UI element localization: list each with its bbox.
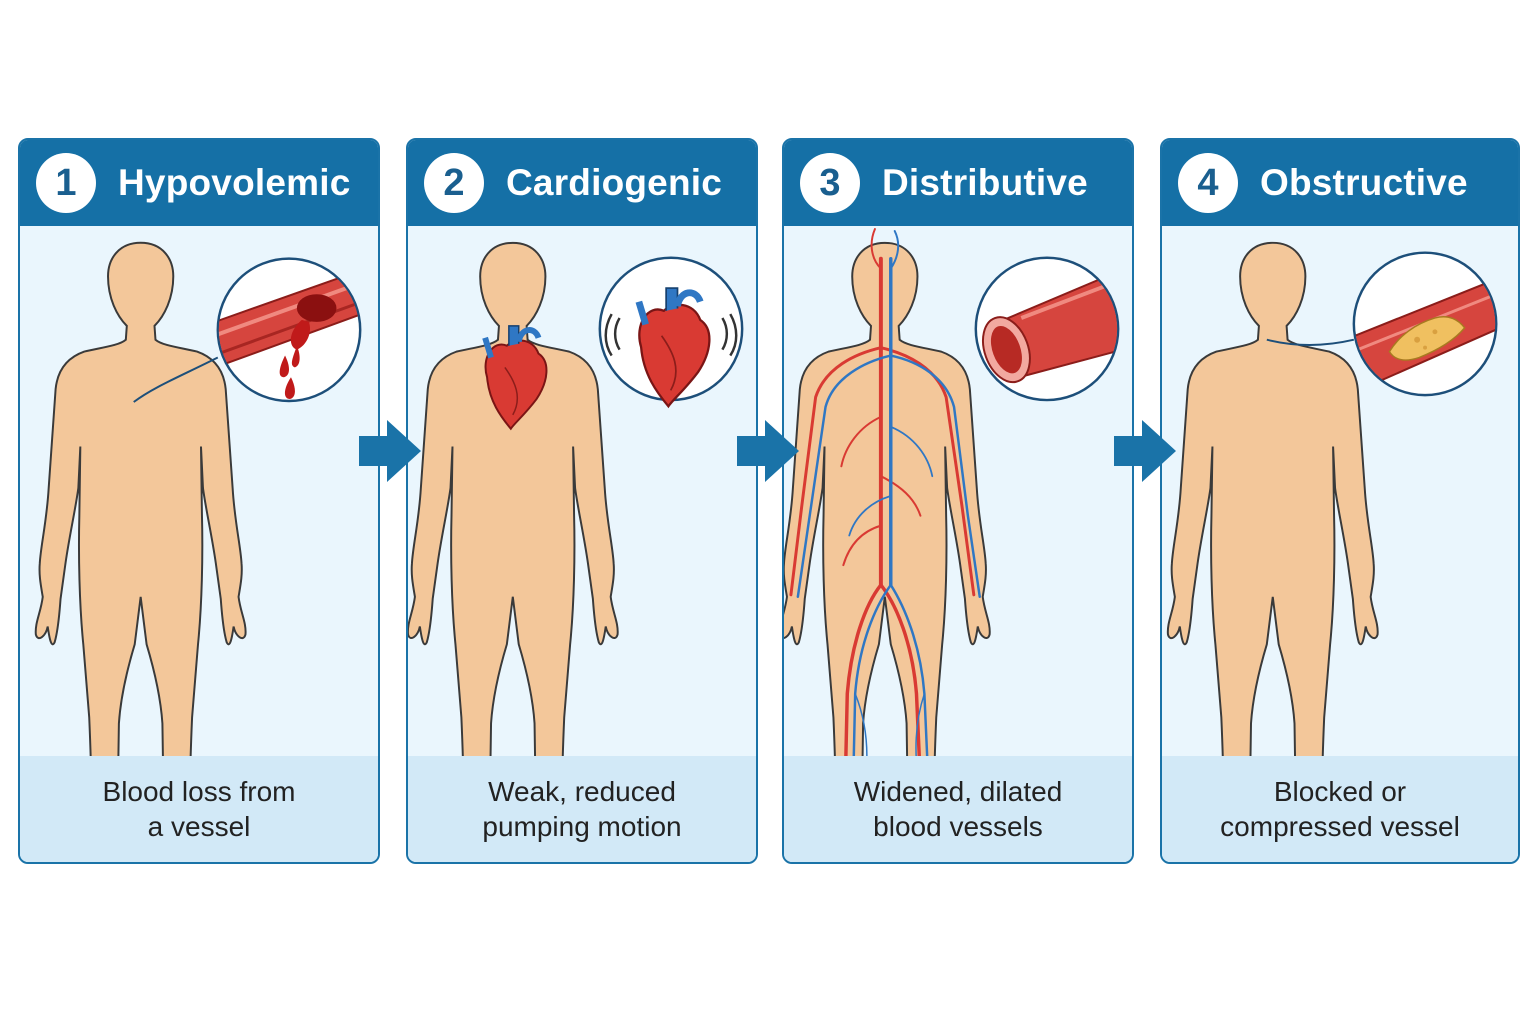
illustration-area: [408, 226, 756, 760]
heart-in-chest-icon: [482, 325, 548, 431]
caption-line-2: pumping motion: [482, 811, 682, 842]
panel-distributive: 3 Distributive: [782, 138, 1134, 864]
panel-cardiogenic: 2 Cardiogenic: [406, 138, 758, 864]
step-number-badge: 3: [800, 153, 860, 213]
caption: Widened, dilated blood vessels: [784, 756, 1132, 862]
cardiogenic-illustration: [408, 241, 744, 760]
panel-title: Distributive: [882, 162, 1088, 203]
panel-header: 3 Distributive: [784, 140, 1132, 226]
illustration-area: [784, 226, 1132, 760]
panel-hypovolemic: 1 Hypovolemic: [18, 138, 380, 864]
dilated-vessel-icon: [974, 256, 1120, 402]
human-body-figure: [784, 228, 991, 760]
caption-line-2: a vessel: [147, 811, 251, 842]
panel-header: 4 Obstructive: [1162, 140, 1518, 226]
hypovolemic-illustration: [34, 241, 362, 760]
caption: Weak, reduced pumping motion: [408, 756, 756, 862]
human-body-figure: [408, 241, 619, 760]
panel-title: Cardiogenic: [506, 162, 723, 203]
human-body-figure: [1166, 241, 1379, 760]
vascular-network: [789, 228, 981, 760]
blocked-vessel-icon: [1352, 251, 1498, 397]
step-number-badge: 4: [1178, 153, 1238, 213]
right-arrow-icon: [357, 420, 423, 482]
bleeding-vessel-icon: [216, 257, 362, 403]
panel-title: Hypovolemic: [118, 162, 351, 203]
heart-icon: [598, 256, 744, 409]
distributive-illustration: [784, 228, 1120, 760]
caption-line-1: Weak, reduced: [488, 776, 676, 807]
obstructive-illustration: [1166, 241, 1498, 760]
caption-line-1: Blood loss from: [102, 776, 296, 807]
motion-line: [613, 317, 621, 351]
panel-title: Obstructive: [1260, 162, 1468, 203]
callout-line: [133, 356, 219, 403]
motion-line: [604, 313, 613, 357]
caption-line-2: compressed vessel: [1220, 811, 1460, 842]
motion-line: [729, 313, 738, 357]
panel-header: 1 Hypovolemic: [20, 140, 378, 226]
right-arrow-icon: [1112, 420, 1178, 482]
motion-line: [721, 317, 729, 351]
right-arrow-icon: [735, 420, 801, 482]
caption-line-1: Blocked or: [1273, 776, 1407, 807]
step-number-badge: 1: [36, 153, 96, 213]
callout-line: [1266, 338, 1355, 346]
panel-header: 2 Cardiogenic: [408, 140, 756, 226]
caption-line-1: Widened, dilated: [853, 776, 1063, 807]
caption-line-2: blood vessels: [873, 811, 1043, 842]
illustration-area: [20, 226, 378, 760]
panel-obstructive: 4 Obstructive Blo: [1160, 138, 1520, 864]
human-body-figure: [34, 241, 247, 760]
illustration-area: [1162, 226, 1518, 760]
step-number-badge: 2: [424, 153, 484, 213]
caption: Blood loss from a vessel: [20, 756, 378, 862]
caption: Blocked or compressed vessel: [1162, 756, 1518, 862]
